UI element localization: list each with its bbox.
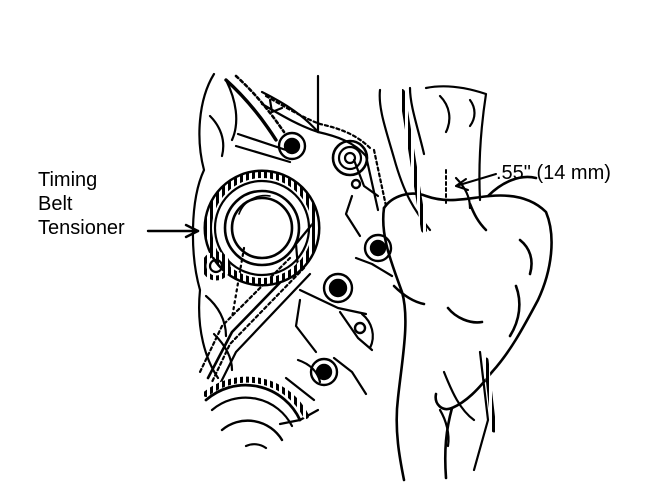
tensioner-pointer-arrow: [146, 223, 200, 239]
hand: [381, 175, 553, 482]
measurement-leader: [445, 169, 497, 205]
belt-tensioner-pulley: [203, 169, 321, 287]
mounting-bolts: [277, 131, 393, 387]
tensioner-label-line-2: Belt: [38, 193, 73, 215]
camshaft-belt-run: [378, 85, 497, 472]
idler-pulley: [331, 139, 369, 177]
small-gear: [201, 251, 231, 281]
tensioner-label-line-1: Timing: [38, 169, 98, 191]
tensioner-label-line-3: Tensioner: [38, 217, 125, 239]
crankshaft-sprocket: [203, 376, 309, 450]
belt-deflection-measurement: .55" (14 mm): [496, 162, 611, 184]
